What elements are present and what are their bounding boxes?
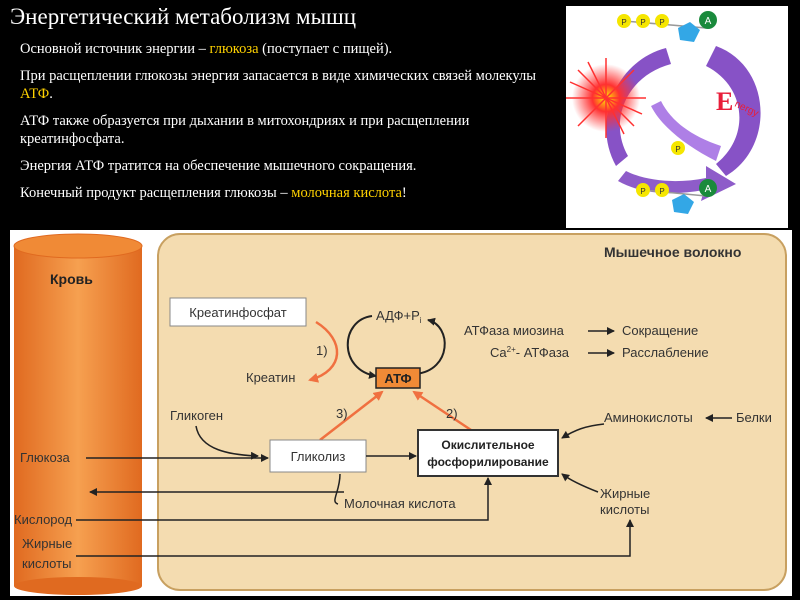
bullet-glucose: Основной источник энергии – глюкоза (пос… [20,41,393,57]
oxphos-line2: фосфорилирование [427,455,549,469]
atp-molecule-top: P P P A [617,11,717,42]
proteins-label: Белки [736,410,772,425]
svg-text:P: P [640,187,645,196]
free-phosphate-icon [671,141,685,155]
fiber-label: Мышечное волокно [604,244,741,260]
bullet-end-product: Конечный продукт расщепления глюкозы – м… [20,185,407,201]
relaxation-label: Расслабление [622,345,709,360]
blood-fatty-acids-line2: кислоты [22,556,71,571]
atp-box: АТФ [384,371,411,386]
phosphate-icon [636,183,650,197]
ribose-icon [672,194,694,214]
adenine-icon [699,179,717,197]
bullet-atp-storage: При расщеплении глюкозы энергия запасает… [20,68,536,102]
svg-text:P: P [621,18,626,27]
svg-text:P: P [659,18,664,27]
svg-text:P: P [659,187,664,196]
adp-pi-label: АДФ+Pi [376,308,422,325]
bullet-list: Основной источник энергии – глюкоза (пос… [20,40,560,211]
phosphate-icon [655,14,669,28]
amino-acids-label: Аминокислоты [604,410,693,425]
phosphate-icon [617,14,631,28]
page-title: Энергетический метаболизм мышц [10,4,357,29]
svg-text:P: P [640,18,645,27]
bullet-atp-sources: АТФ также образуется при дыхании в митох… [20,113,470,147]
oxphos-line1: Окислительное [441,438,535,452]
lactic-acid-label: Молочная кислота [344,496,456,511]
oxygen-label: Кислород [14,512,72,527]
ribose-icon [678,22,700,42]
svg-text:A: A [705,16,712,27]
creatine-label: Креатин [246,370,295,385]
fatty-acids-line1: Жирные [600,486,650,501]
glycolysis-box: Гликолиз [291,449,346,464]
adenine-icon [699,11,717,29]
svg-text:E: E [716,87,733,116]
svg-text:A: A [705,184,712,195]
phosphate-icon [636,14,650,28]
svg-text:P: P [675,145,680,154]
fatty-acids-line2: кислоты [600,502,649,517]
blood-label: Кровь [50,271,93,287]
adp-molecule-bottom: P P A [636,179,717,214]
step-3-label: 3) [336,406,348,421]
glucose-label: Глюкоза [20,450,71,465]
ca-atpase-label: Ca2+- АТФаза [490,345,570,360]
blood-fatty-acids-line1: Жирные [22,536,72,551]
contraction-label: Сокращение [622,323,698,338]
step-1-label: 1) [316,343,328,358]
step-2-label: 2) [446,406,458,421]
energy-burst-icon [566,58,646,138]
phosphate-icon [655,183,669,197]
glycogen-label: Гликоген [170,408,223,423]
creatine-phosphate-box: Креатинфосфат [189,305,286,320]
blood-vessel [13,233,143,595]
muscle-fiber-cell [157,233,787,591]
muscle-metabolism-diagram: Кровь Мышечное волокно Креатинфосфат 1) … [10,230,792,596]
atp-energy-cycle-image: P P P A E nergy P P P A [566,6,788,228]
myosin-atpase-label: АТФаза миозина [464,323,565,338]
bullet-atp-usage: Энергия АТФ тратится на обеспечение мыше… [20,158,417,174]
